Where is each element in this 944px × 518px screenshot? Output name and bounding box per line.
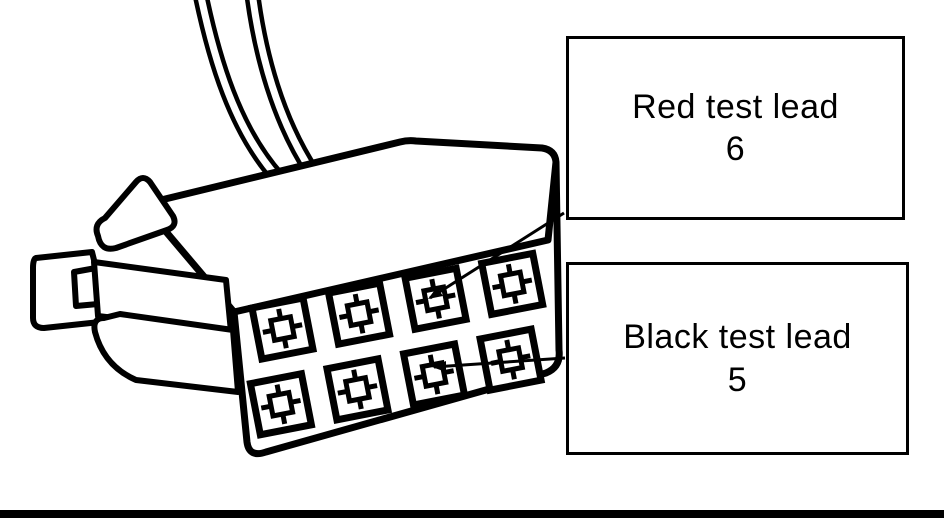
latch-tab: [93, 175, 178, 252]
terminal-socket: [250, 374, 311, 435]
callout-black-terminal-number: 5: [727, 360, 748, 399]
bottom-rule: [0, 510, 944, 518]
callout-black-label: Black test lead: [623, 318, 852, 356]
terminal-socket: [405, 268, 466, 329]
terminal-socket: [252, 298, 313, 359]
lock-lever: [30, 249, 241, 395]
terminal-socket: [404, 344, 465, 405]
callout-red-test-lead: Red test lead 6: [566, 36, 905, 220]
leader-black: [432, 356, 566, 372]
callout-red-label: Red test lead: [632, 87, 839, 126]
terminal-socket: [482, 253, 543, 314]
leader-red: [428, 211, 565, 300]
terminal-socket: [327, 359, 388, 420]
callout-black-test-lead: Black test lead 5: [566, 262, 909, 455]
harness-wires: [193, 0, 319, 184]
callout-red-terminal-number: 6: [725, 130, 746, 168]
leader-arrow-red-icon: [428, 287, 443, 299]
leader-arrow-black-icon: [432, 361, 446, 372]
terminal-socket: [329, 283, 390, 344]
